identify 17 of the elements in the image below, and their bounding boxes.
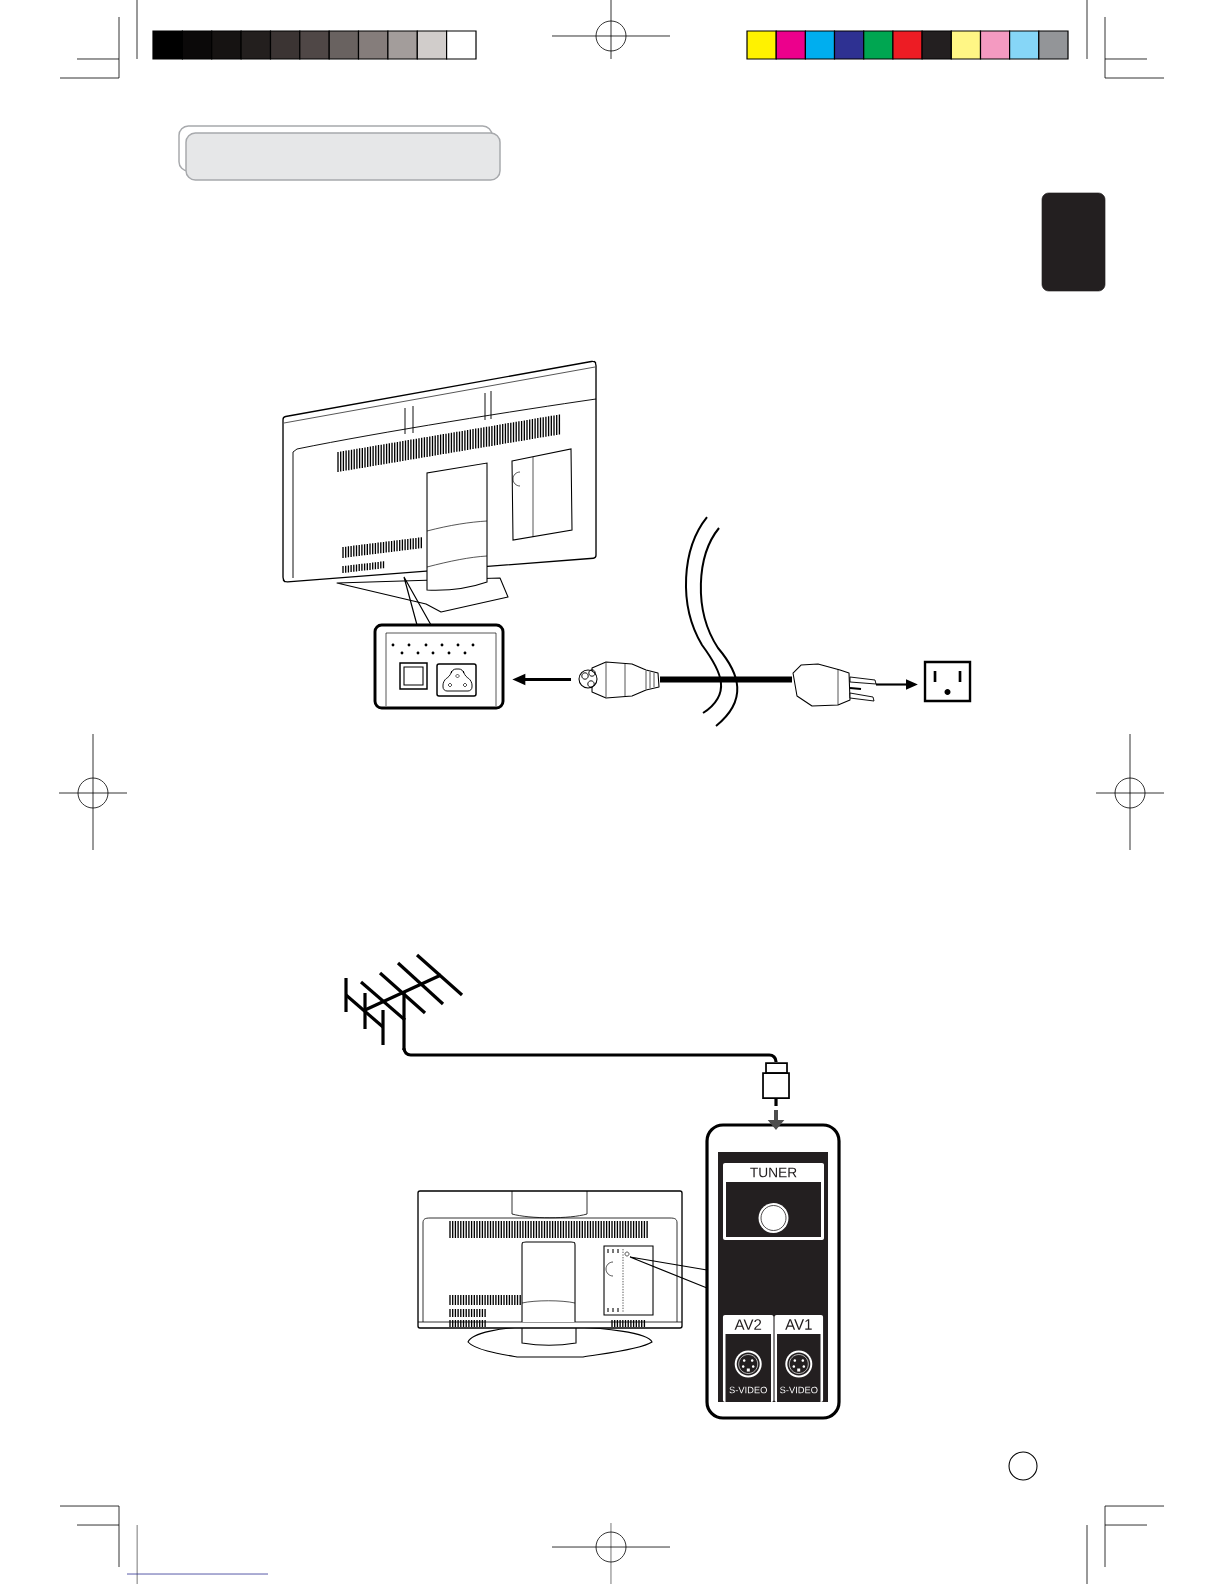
callout-pointer [629, 1256, 708, 1289]
wall-outlet [923, 660, 972, 703]
jack-label: S-VIDEO [729, 1386, 767, 1394]
side-tab [1041, 192, 1106, 292]
antenna [344, 953, 464, 1050]
port-cover [603, 1245, 654, 1316]
power-cord-connector [578, 661, 660, 699]
jack-label: S-VIDEO [780, 1386, 818, 1394]
power-plug [792, 663, 877, 707]
tv-rear-view [417, 1190, 683, 1358]
coax-plug [762, 1062, 790, 1106]
port-label: AV2 [734, 1319, 762, 1330]
antenna-cable [402, 1046, 778, 1064]
callout-pointer [403, 576, 432, 626]
port-label: TUNER [750, 1167, 797, 1178]
tv-rear-view [282, 360, 597, 613]
port-label: AV1 [785, 1319, 812, 1330]
